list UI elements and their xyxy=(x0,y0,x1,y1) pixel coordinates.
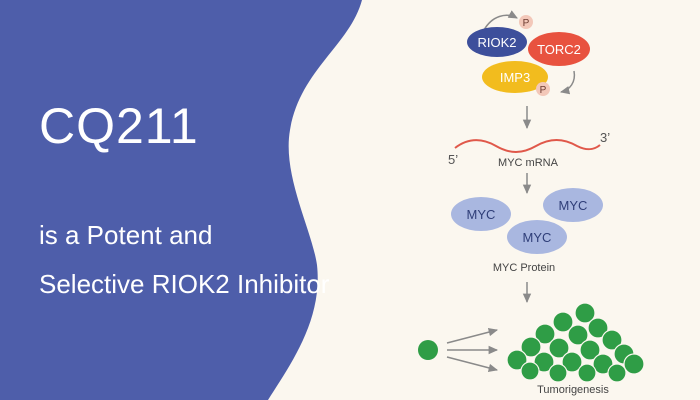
tumor-cell-cluster xyxy=(506,302,645,383)
blue-panel xyxy=(0,0,362,400)
mrna-five-prime: 5’ xyxy=(448,152,458,167)
phospho-badge-top xyxy=(519,15,533,29)
tumorigenesis-caption: Tumorigenesis xyxy=(537,384,609,396)
subtitle-line-1: is a Potent and xyxy=(39,220,213,250)
phospho-label-top: P xyxy=(523,18,530,29)
myc-protein-middle xyxy=(507,220,567,254)
myc-protein-right-label: MYC xyxy=(559,198,588,213)
mrna-three-prime: 3’ xyxy=(600,130,610,145)
proliferation-arrow-1 xyxy=(446,328,499,344)
mrna-label: MYC mRNA xyxy=(498,157,559,169)
mrna-strand xyxy=(454,139,601,153)
compound-title: CQ211 xyxy=(39,98,199,154)
torc2-label: TORC2 xyxy=(537,42,581,57)
myc-protein-left-label: MYC xyxy=(467,207,496,222)
myc-protein-right xyxy=(543,188,603,222)
myc-protein-left xyxy=(451,197,511,231)
headline-block: CQ211 is a Potent and Selective RIOK2 In… xyxy=(39,98,330,299)
imp3-node xyxy=(482,61,548,93)
torc2-node xyxy=(528,32,590,66)
myc-protein-middle-label: MYC xyxy=(523,230,552,245)
riok2-node xyxy=(467,27,527,57)
phospho-label-bottom: P xyxy=(540,85,547,96)
phosphorylation-arrow-top xyxy=(483,10,518,31)
single-cell xyxy=(418,340,438,360)
phosphorylation-arrow-right xyxy=(559,70,576,95)
subtitle-line-2: Selective RIOK2 Inhibitor xyxy=(39,269,330,299)
phospho-badge-bottom xyxy=(536,82,550,96)
myc-protein-caption: MYC Protein xyxy=(493,262,555,274)
riok2-label: RIOK2 xyxy=(477,35,516,50)
proliferation-arrow-3 xyxy=(446,356,499,372)
imp3-label: IMP3 xyxy=(500,70,530,85)
